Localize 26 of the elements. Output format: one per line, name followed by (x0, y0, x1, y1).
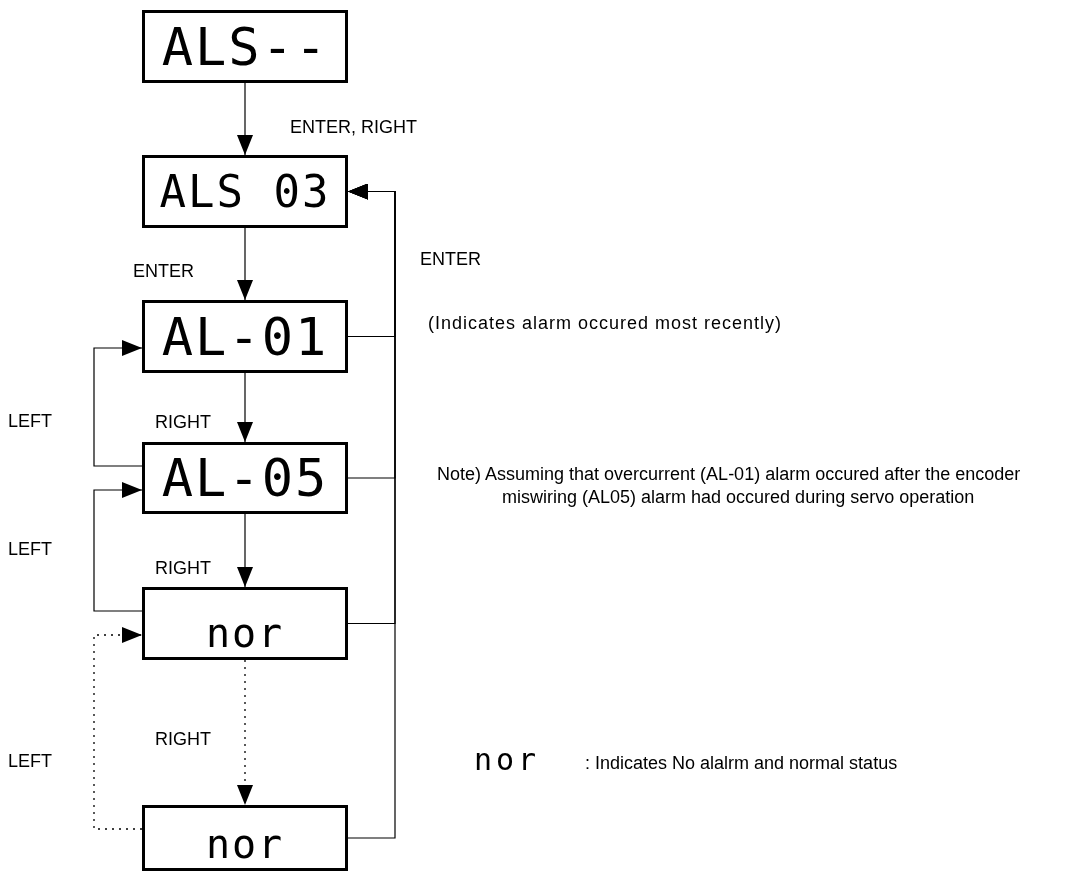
arrow (237, 659, 253, 806)
display-text: AL-05 (161, 452, 329, 504)
note-text: Note) Assuming that overcurrent (AL-01) alarm occured after the encoder miswiring (AL05) alarm had occured during servo operation (437, 463, 1022, 510)
display-text: ALS 03 (159, 169, 331, 214)
display-box (142, 300, 348, 373)
display-box (142, 155, 348, 228)
edge-label: ENTER, RIGHT (290, 118, 417, 138)
arrow (237, 372, 253, 443)
arrow (237, 513, 253, 588)
arrow (237, 82, 253, 156)
display-text: nor (205, 613, 285, 657)
display-box (142, 442, 348, 514)
arrow (93, 482, 143, 612)
arrow (93, 340, 143, 467)
display-text: AL-01 (161, 310, 329, 363)
display-symbol: nor (474, 745, 541, 775)
display-text: ALS-- (161, 20, 329, 73)
arrow (347, 183, 396, 839)
display-box (142, 805, 348, 871)
legend-text: : Indicates No alalrm and normal status (585, 752, 899, 775)
arrow (93, 627, 143, 830)
note-text: (Indicates alarm occured most recently) (428, 312, 784, 335)
display-box (142, 587, 348, 660)
display-box (142, 10, 348, 83)
display-text: nor (205, 824, 285, 868)
arrow (237, 227, 253, 301)
